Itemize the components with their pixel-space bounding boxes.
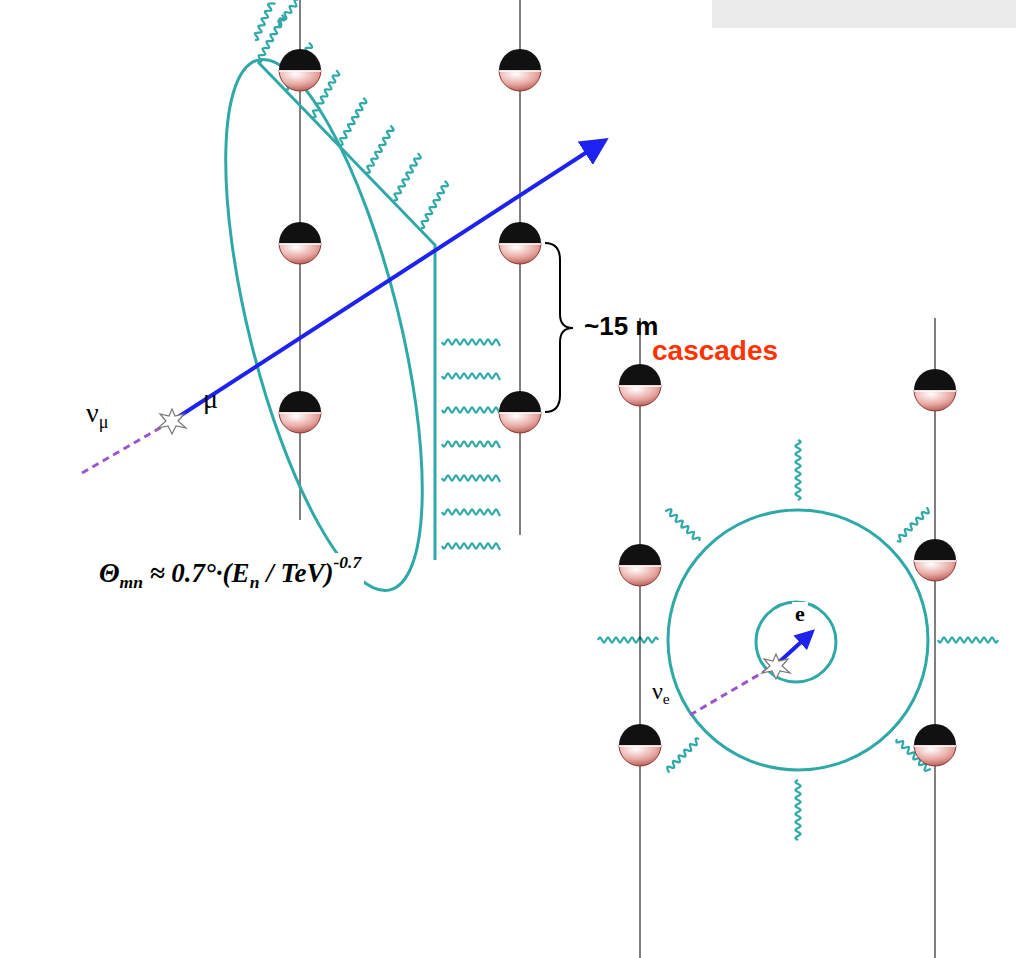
photon-wave: [897, 507, 929, 542]
cascade-sphere: [756, 602, 836, 682]
pmt-glass: [279, 243, 321, 264]
photon-wave: [442, 441, 500, 448]
interaction-star: [762, 654, 790, 679]
optical-module: [279, 49, 321, 91]
photon-wave: [442, 509, 500, 516]
pmt-cap: [914, 369, 956, 390]
pmt-glass: [914, 390, 956, 411]
optical-module: [279, 222, 321, 264]
pmt-glass: [279, 70, 321, 91]
optical-module: [914, 724, 956, 766]
corner-panel: [712, 0, 1016, 28]
pmt-seam: [619, 385, 661, 387]
pmt-seam: [914, 745, 956, 747]
pmt-glass: [279, 412, 321, 433]
photon-wave: [795, 780, 800, 840]
optical-module: [914, 539, 956, 581]
pmt-seam: [279, 243, 321, 245]
photon-wave: [442, 475, 500, 482]
cascade-sphere: [668, 510, 928, 770]
optical-module: [499, 222, 541, 264]
pmt-glass: [619, 565, 661, 586]
pmt-glass: [499, 70, 541, 91]
photon-wave: [442, 543, 500, 550]
photon-wave: [255, 3, 276, 40]
pmt-seam: [499, 70, 541, 72]
photon-wave: [421, 181, 448, 228]
distance-bracket: [545, 243, 573, 412]
pmt-glass: [619, 385, 661, 406]
pmt-cap: [279, 222, 321, 243]
pmt-seam: [279, 412, 321, 414]
pmt-cap: [499, 49, 541, 70]
pmt-cap: [499, 391, 541, 412]
pmt-cap: [279, 391, 321, 412]
optical-module: [279, 391, 321, 433]
photon-wave: [938, 637, 998, 642]
pmt-cap: [619, 544, 661, 565]
pmt-glass: [914, 560, 956, 581]
photon-group: [255, 0, 998, 840]
pmt-cap: [499, 222, 541, 243]
pmt-glass: [499, 243, 541, 264]
detector-string: [640, 318, 641, 958]
angle-formula: Θmn ≈ 0.7°·(En / TeV)-0.7: [96, 553, 364, 592]
pmt-seam: [499, 412, 541, 414]
pmt-group: [279, 49, 956, 766]
pmt-glass: [499, 412, 541, 433]
photon-wave: [442, 339, 500, 346]
photon-wave: [442, 373, 500, 380]
photon-wave: [665, 509, 700, 541]
neutrino-track: [82, 421, 172, 473]
optical-module: [619, 724, 661, 766]
neutrino-track: [690, 667, 772, 715]
photon-wave: [340, 98, 367, 145]
photon-wave: [667, 738, 699, 773]
photon-wave: [394, 153, 421, 200]
pmt-seam: [914, 560, 956, 562]
pmt-cap: [914, 724, 956, 745]
photon-wave: [278, 0, 298, 25]
optical-module: [499, 49, 541, 91]
pmt-seam: [279, 70, 321, 72]
optical-module: [619, 544, 661, 586]
muon-track: [172, 141, 604, 421]
cherenkov-cone: [185, 42, 463, 608]
cherenkov-cone: [258, 62, 435, 560]
pmt-seam: [914, 390, 956, 392]
pmt-cap: [279, 49, 321, 70]
photon-wave: [598, 637, 658, 642]
photon-wave: [442, 407, 500, 414]
pmt-cap: [619, 364, 661, 385]
photon-wave: [367, 125, 394, 172]
distance-label: ~15 m: [584, 312, 658, 341]
photon-wave: [795, 440, 800, 500]
pmt-cap: [914, 539, 956, 560]
muon-label: μ: [203, 384, 218, 415]
electron-label: e: [792, 602, 808, 626]
pmt-glass: [914, 745, 956, 766]
interaction-star: [158, 409, 186, 434]
optical-module: [619, 364, 661, 406]
neutrino-label: νμ: [86, 398, 108, 432]
pmt-seam: [619, 565, 661, 567]
optical-module: [499, 391, 541, 433]
optical-module: [914, 369, 956, 411]
pmt-cap: [619, 724, 661, 745]
pmt-glass: [619, 745, 661, 766]
cascade-title: cascades: [652, 336, 778, 367]
neutrino-label: νe: [652, 678, 670, 708]
pmt-seam: [499, 243, 541, 245]
pmt-seam: [619, 745, 661, 747]
detector-string: [935, 318, 936, 958]
